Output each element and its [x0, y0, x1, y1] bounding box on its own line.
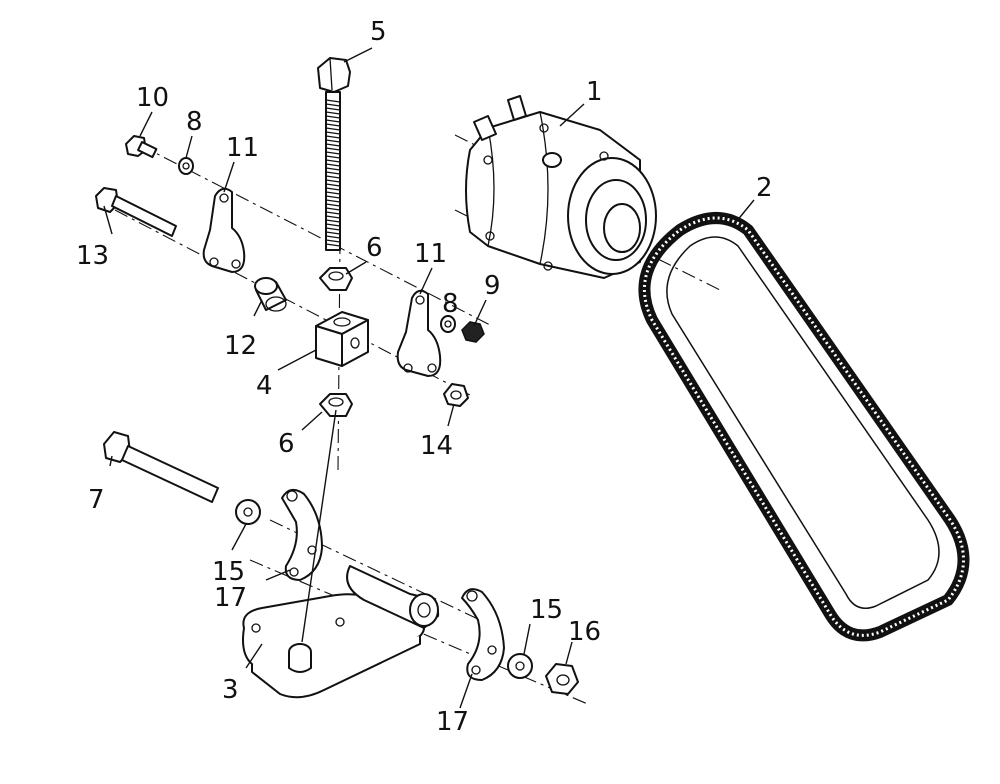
- part-6-lower-nut: [319, 393, 353, 417]
- callout-16: 16: [568, 617, 601, 647]
- callout-4: 4: [256, 371, 273, 401]
- callout-11-right: 11: [414, 239, 447, 269]
- callout-10: 10: [136, 83, 169, 113]
- callout-15-right: 15: [530, 595, 563, 625]
- part-15-washer-left: [235, 499, 261, 525]
- callout-14: 14: [420, 431, 453, 461]
- callout-12: 12: [224, 331, 257, 361]
- callout-2: 2: [756, 173, 773, 203]
- part-7-bolt: [103, 431, 219, 503]
- part-3-base-bracket: [242, 565, 440, 699]
- callout-5: 5: [370, 17, 387, 47]
- part-1-compressor: [465, 95, 657, 279]
- callout-17-right: 17: [436, 707, 469, 737]
- part-8-washer-right: [440, 315, 456, 333]
- part-6-upper-nut: [319, 267, 353, 291]
- part-17-link-right: [461, 588, 505, 681]
- callout-6-lower: 6: [278, 429, 295, 459]
- callout-7: 7: [88, 485, 105, 515]
- callout-13: 13: [76, 241, 109, 271]
- callout-labels: 1 2 3 4 5 6 6 7 8 8 9 10 11 11 12 13 14 …: [76, 17, 773, 737]
- part-11-bracket-left: [202, 187, 246, 273]
- part-11-bracket-right: [396, 289, 442, 377]
- part-13-bolt: [95, 187, 177, 237]
- part-5-long-bolt: [317, 57, 351, 251]
- part-14-nut: [443, 383, 469, 407]
- part-8-washer-left: [178, 157, 194, 175]
- part-17-link-left: [281, 488, 323, 581]
- callout-17-left: 17: [214, 583, 247, 613]
- part-15-washer-right: [507, 653, 533, 679]
- callout-3: 3: [222, 675, 239, 705]
- callout-8-left: 8: [186, 107, 203, 137]
- part-16-nut: [545, 663, 579, 695]
- callout-15-left: 15: [212, 557, 245, 587]
- part-12-spacer: [254, 277, 287, 312]
- leader-lines: [103, 47, 755, 709]
- part-9-nut: [461, 321, 485, 343]
- callout-9: 9: [484, 271, 501, 301]
- callout-6-upper: 6: [366, 233, 383, 263]
- part-4-block: [315, 311, 369, 367]
- part-10-small-bolt: [125, 135, 158, 159]
- callout-8-right: 8: [442, 289, 459, 319]
- callout-11-left: 11: [226, 133, 259, 163]
- callout-1: 1: [586, 77, 603, 107]
- part-2-belt: [638, 212, 970, 642]
